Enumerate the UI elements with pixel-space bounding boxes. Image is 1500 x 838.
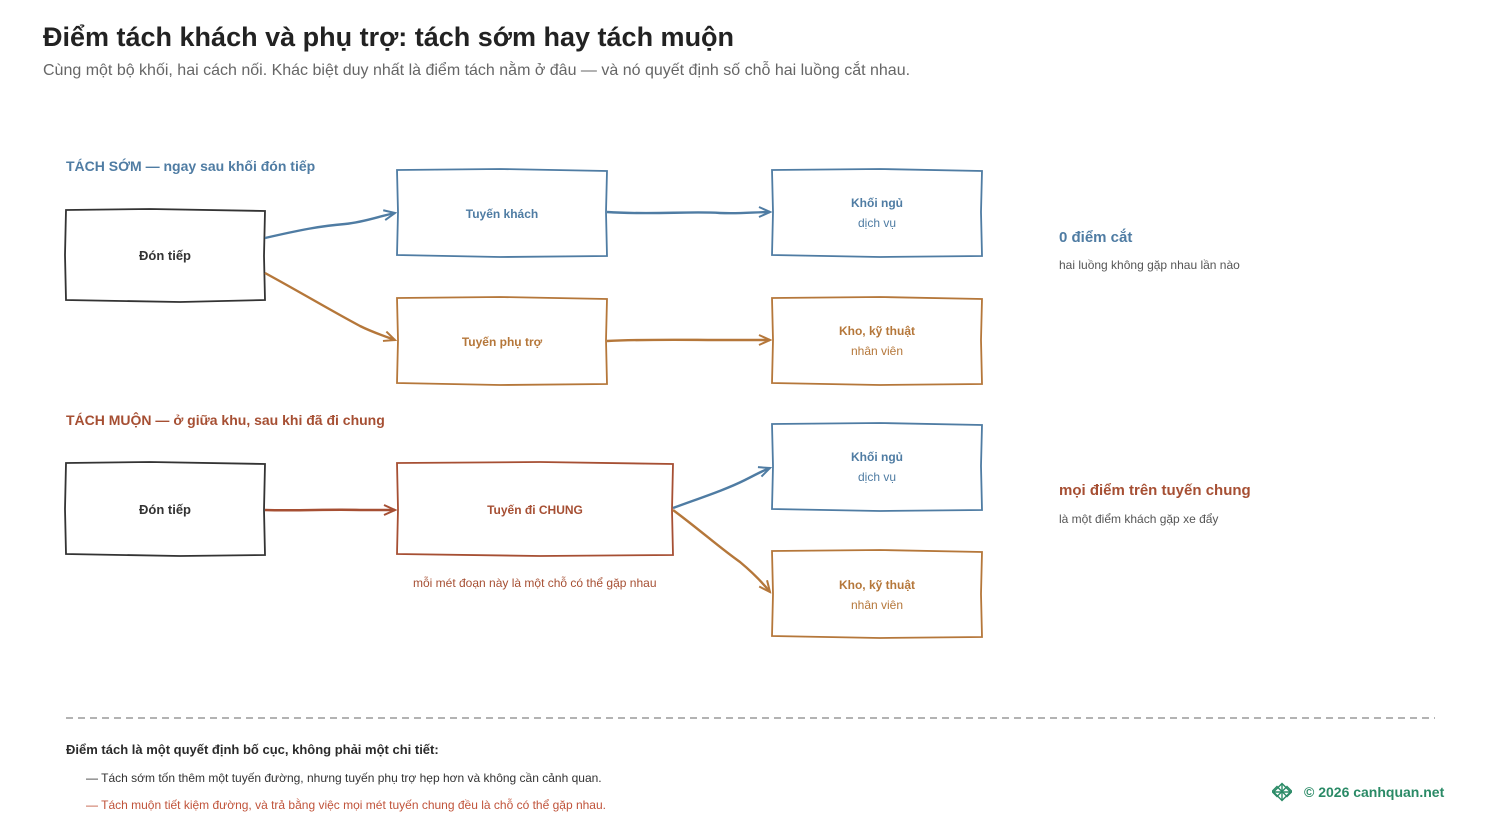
late-arrow-to-dest-guest: [672, 468, 770, 510]
early-guest-route-text: Tuyến khách: [466, 207, 538, 221]
early-arrow-to-service-route: [264, 271, 395, 340]
late-crossing-count: mọi điểm trên tuyến chung: [1059, 482, 1251, 499]
early-arrow-to-guest-route: [264, 213, 395, 240]
late-arrow-to-shared-route: [264, 510, 395, 511]
early-guest-route-box: Tuyến khách: [396, 168, 608, 258]
late-split-label: TÁCH MUỘN — ở giữa khu, sau khi đã đi ch…: [66, 412, 385, 428]
early-arrow-to-dest-service: [606, 340, 770, 341]
late-shared-route-box: Tuyến đi CHUNG: [396, 461, 674, 557]
late-dest-guest-sub: dịch vụ: [858, 470, 896, 484]
late-label-rest: — ở giữa khu, sau khi đã đi chung: [151, 412, 385, 428]
late-dest-service-box: Kho, kỹ thuật nhân viên: [771, 549, 983, 639]
early-crossing-count: 0 điểm cắt: [1059, 229, 1133, 246]
late-dest-service-sub: nhân viên: [851, 598, 903, 612]
brand-footer: © 2026 canhquan.net: [1272, 782, 1444, 802]
early-reception-box: Đón tiếp: [64, 208, 266, 303]
early-arrow-to-dest-guest: [606, 212, 770, 213]
early-dest-guest-box: Khối ngủ dịch vụ: [771, 168, 983, 258]
late-dest-guest-title: Khối ngủ: [851, 450, 903, 464]
early-service-route-text: Tuyến phụ trợ: [462, 335, 543, 349]
early-dest-service-box: Kho, kỹ thuật nhân viên: [771, 296, 983, 386]
early-crossing-note: hai luồng không gặp nhau lần nào: [1059, 258, 1240, 272]
late-crossing-note: là một điểm khách gặp xe đẩy: [1059, 512, 1219, 526]
early-dest-guest-sub: dịch vụ: [858, 216, 896, 230]
early-reception-text: Đón tiếp: [139, 248, 191, 263]
late-label-strong: TÁCH MUỘN: [66, 412, 152, 428]
footer-point-early: — Tách sớm tốn thêm một tuyến đường, như…: [86, 771, 602, 785]
shared-route-caption: mỗi mét đoạn này là một chỗ có thể gặp n…: [413, 576, 657, 590]
page-title: Điểm tách khách và phụ trợ: tách sớm hay…: [43, 22, 735, 52]
late-reception-box: Đón tiếp: [64, 461, 266, 557]
late-reception-text: Đón tiếp: [139, 502, 191, 517]
early-service-route-box: Tuyến phụ trợ: [396, 296, 608, 386]
early-label-strong: TÁCH SỚM: [66, 158, 142, 174]
late-arrow-to-dest-service: [672, 509, 770, 592]
late-dest-guest-box: Khối ngủ dịch vụ: [771, 422, 983, 512]
late-shared-route-text: Tuyến đi CHUNG: [487, 503, 583, 517]
page-subtitle: Cùng một bộ khối, hai cách nối. Khác biệ…: [43, 62, 911, 79]
knot-logo-icon: [1272, 782, 1292, 802]
early-label-rest: — ngay sau khối đón tiếp: [141, 158, 316, 174]
footer-point-late: — Tách muộn tiết kiệm đường, và trả bằng…: [86, 798, 606, 812]
early-split-label: TÁCH SỚM — ngay sau khối đón tiếp: [66, 158, 315, 174]
early-dest-service-title: Kho, kỹ thuật: [839, 324, 915, 338]
brand-copyright: © 2026 canhquan.net: [1304, 784, 1445, 800]
late-dest-service-title: Kho, kỹ thuật: [839, 578, 915, 592]
early-dest-guest-title: Khối ngủ: [851, 196, 903, 210]
early-dest-service-sub: nhân viên: [851, 344, 903, 358]
footer-heading: Điểm tách là một quyết định bố cục, khôn…: [66, 742, 439, 757]
